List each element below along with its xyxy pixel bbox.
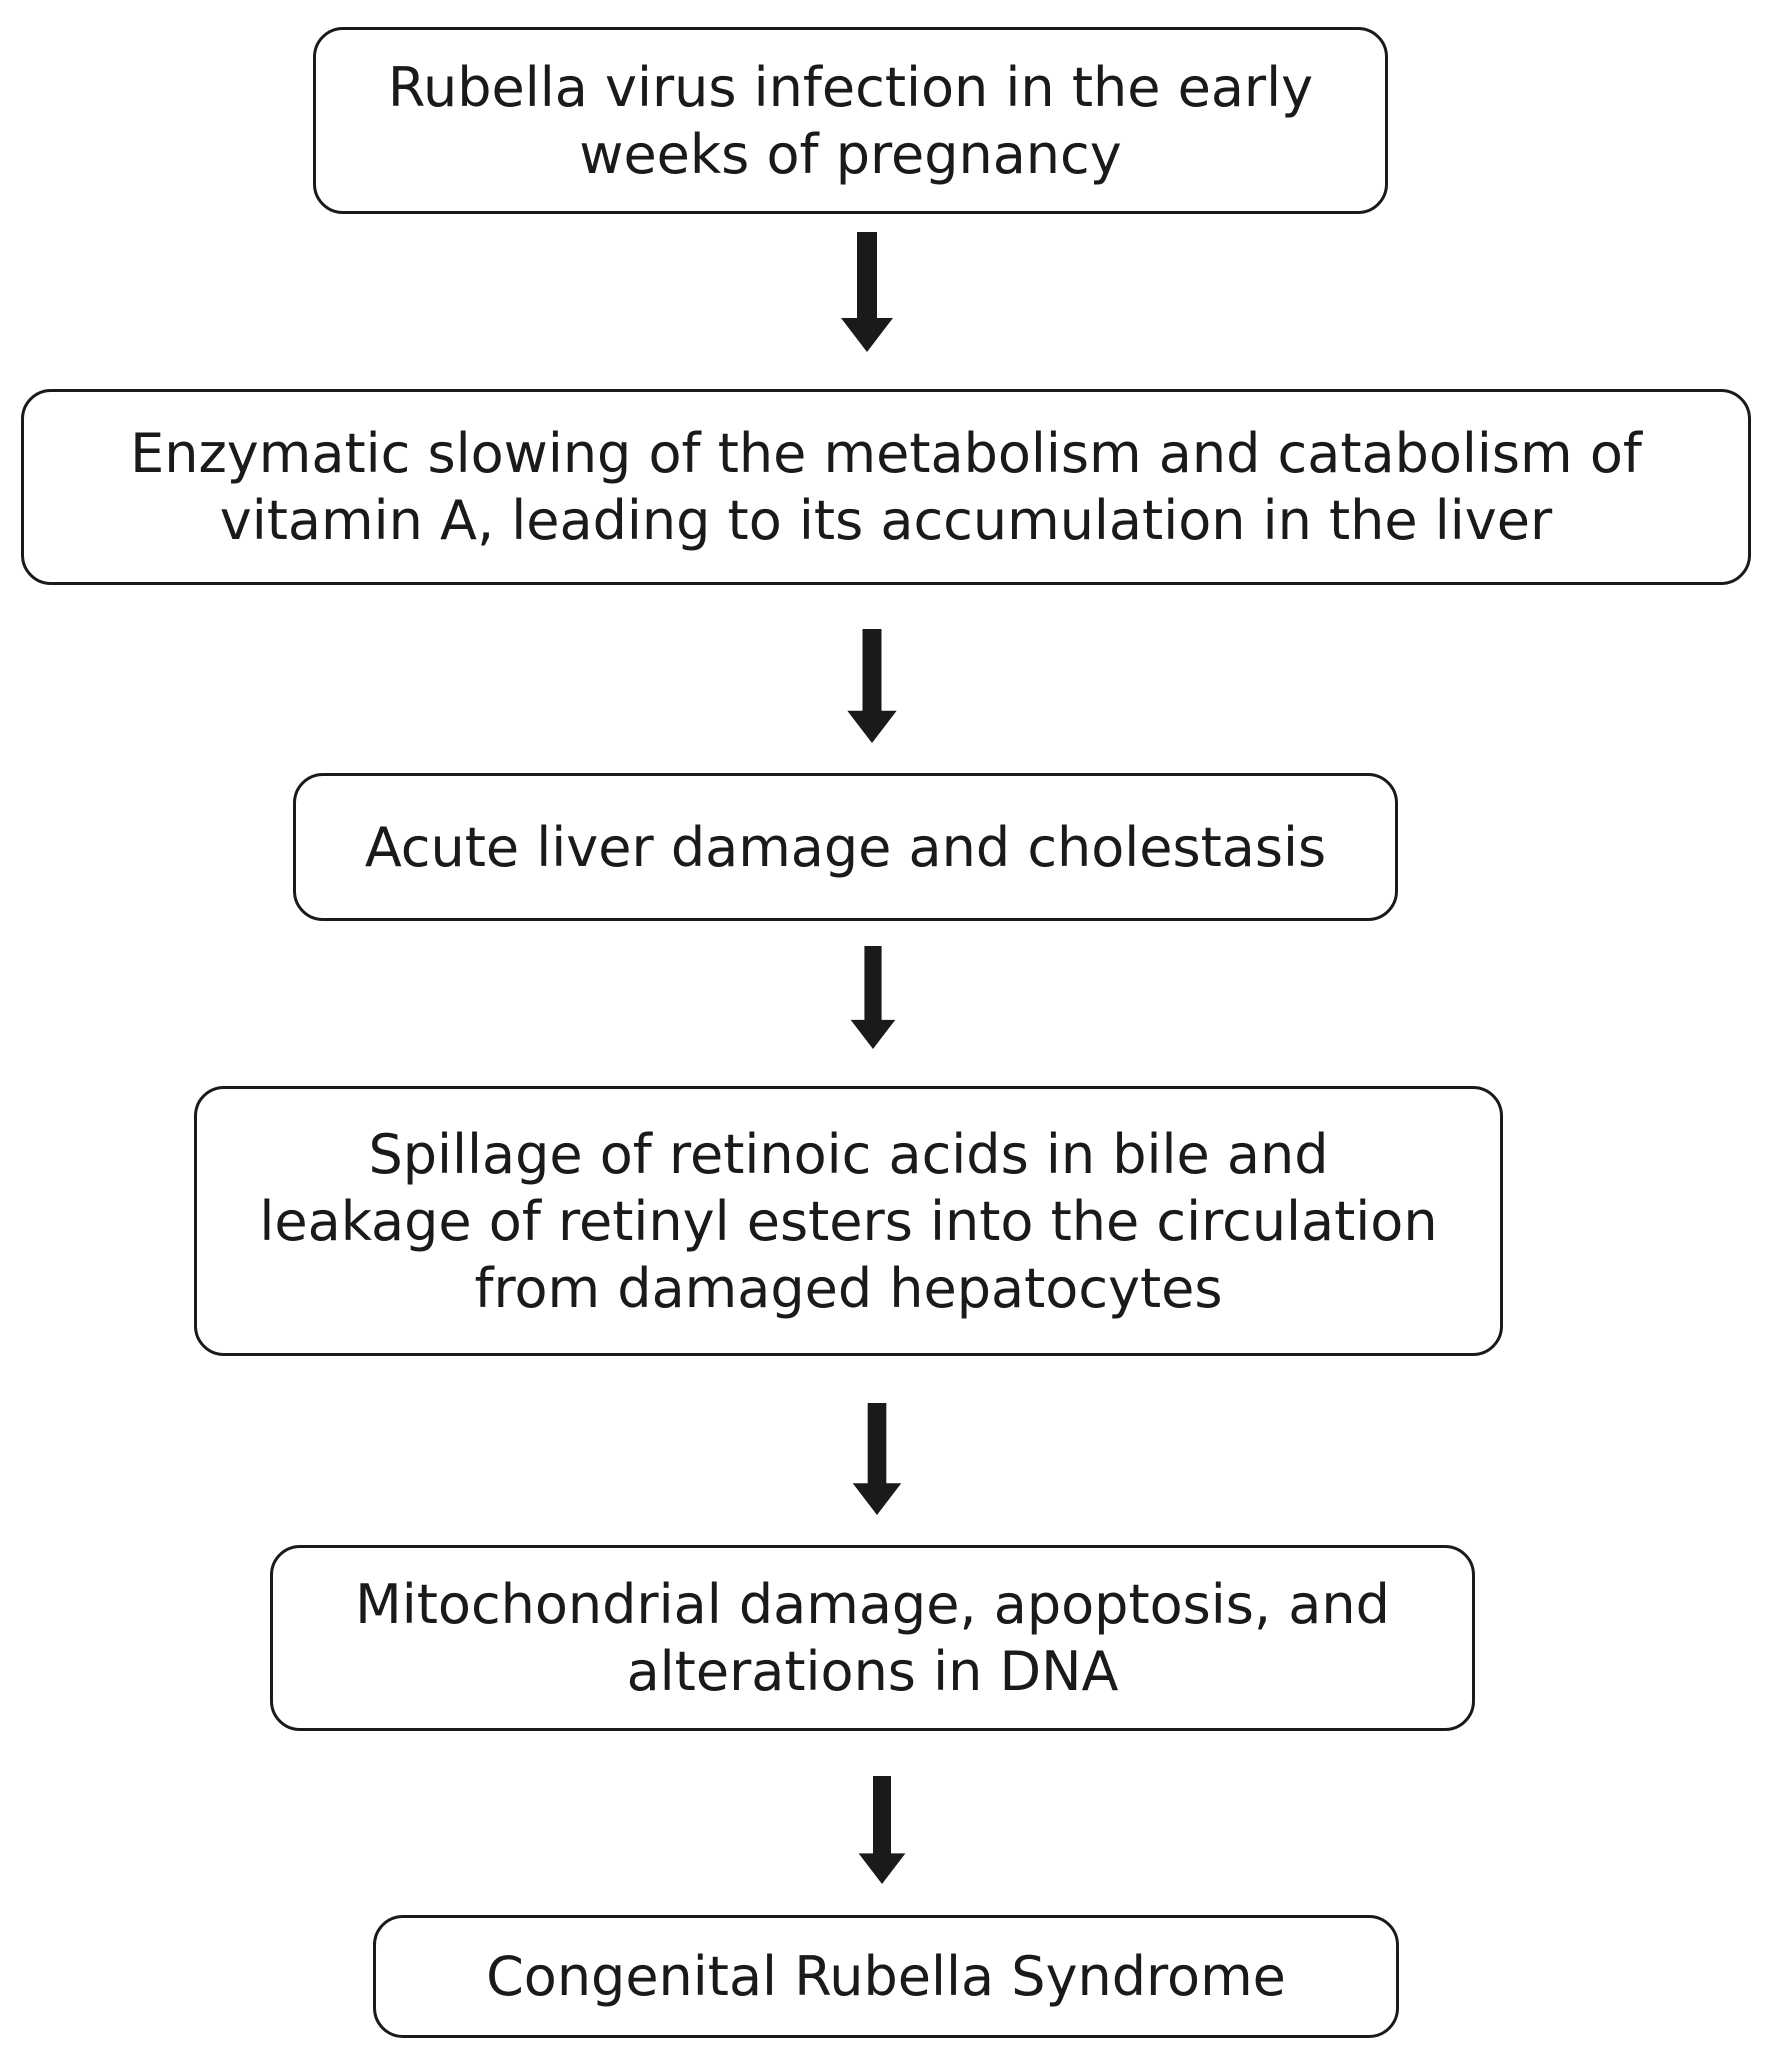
step-vitamin-a-accumulation: Enzymatic slowing of the metabolism and … [21,389,1751,585]
step-rubella-infection: Rubella virus infection in the early wee… [313,27,1388,214]
down-arrow-icon [841,232,893,352]
step-liver-damage: Acute liver damage and cholestasis [293,773,1398,921]
step-retinoid-leakage: Spillage of retinoic acids in bile and l… [194,1086,1503,1356]
step-congenital-rubella-syndrome: Congenital Rubella Syndrome [373,1915,1399,2038]
down-arrow-icon [847,629,897,743]
down-arrow-icon [852,1403,902,1515]
down-arrow-icon [858,1776,906,1884]
down-arrow-icon [850,946,896,1049]
step-mitochondrial-damage: Mitochondrial damage, apoptosis, and alt… [270,1545,1475,1731]
